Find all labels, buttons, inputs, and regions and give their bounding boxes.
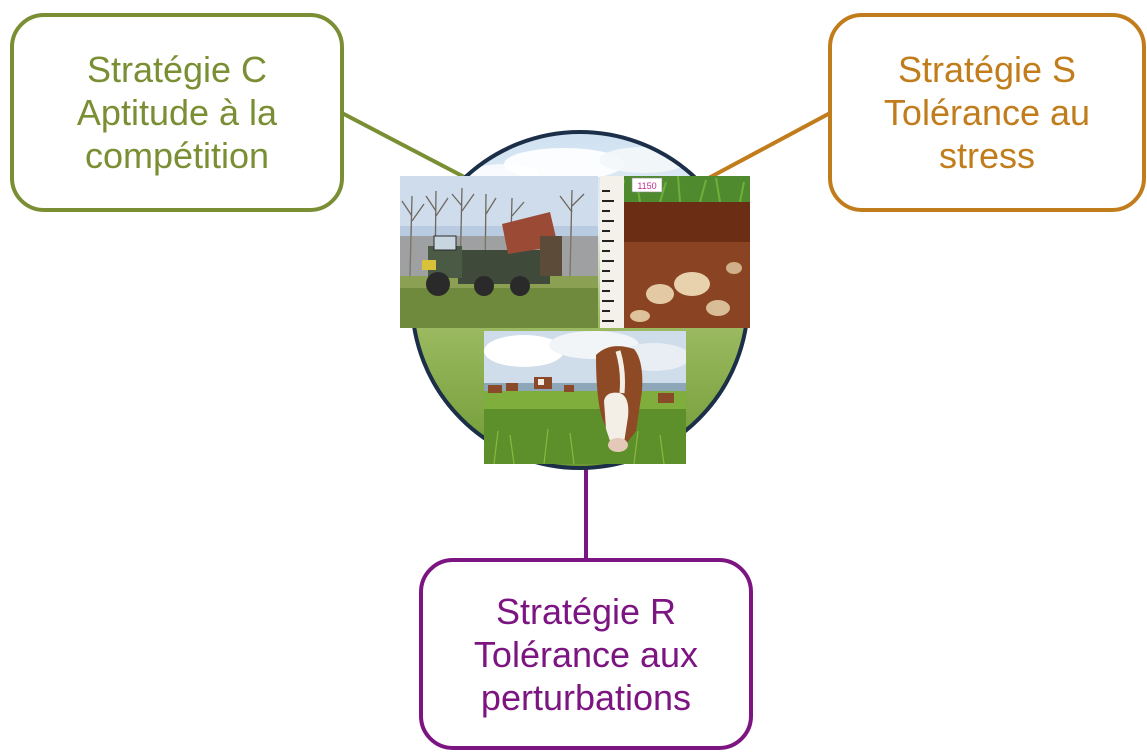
strategy-c-line-2: compétition <box>84 135 270 176</box>
connector-s <box>704 110 833 182</box>
tractor-spreading-manure-photo <box>400 176 598 328</box>
strategy-r-line-1: Tolérance aux <box>473 633 699 675</box>
strategy-s-box: Stratégie S Tolérance au stress <box>828 13 1146 212</box>
strategy-c-box: Stratégie C Aptitude à la compétition <box>10 13 344 212</box>
grazing-cows-photo <box>484 331 686 464</box>
strategy-s-title: Stratégie S <box>897 49 1077 90</box>
strategy-r-box: Stratégie R Tolérance aux perturbations <box>419 558 753 750</box>
strategy-c-line-1: Aptitude à la <box>76 92 278 133</box>
strategy-s-line-1: Tolérance au <box>883 92 1091 133</box>
strategy-r-title: Stratégie R <box>495 590 677 632</box>
strategy-s-line-2: stress <box>938 135 1035 176</box>
connector-c <box>339 110 471 182</box>
ruler-label: 1150 <box>637 181 656 191</box>
strategy-r-line-2: perturbations <box>480 676 692 718</box>
soil-profile-photo: 1150 <box>600 176 750 328</box>
strategy-c-title: Stratégie C <box>86 49 268 90</box>
